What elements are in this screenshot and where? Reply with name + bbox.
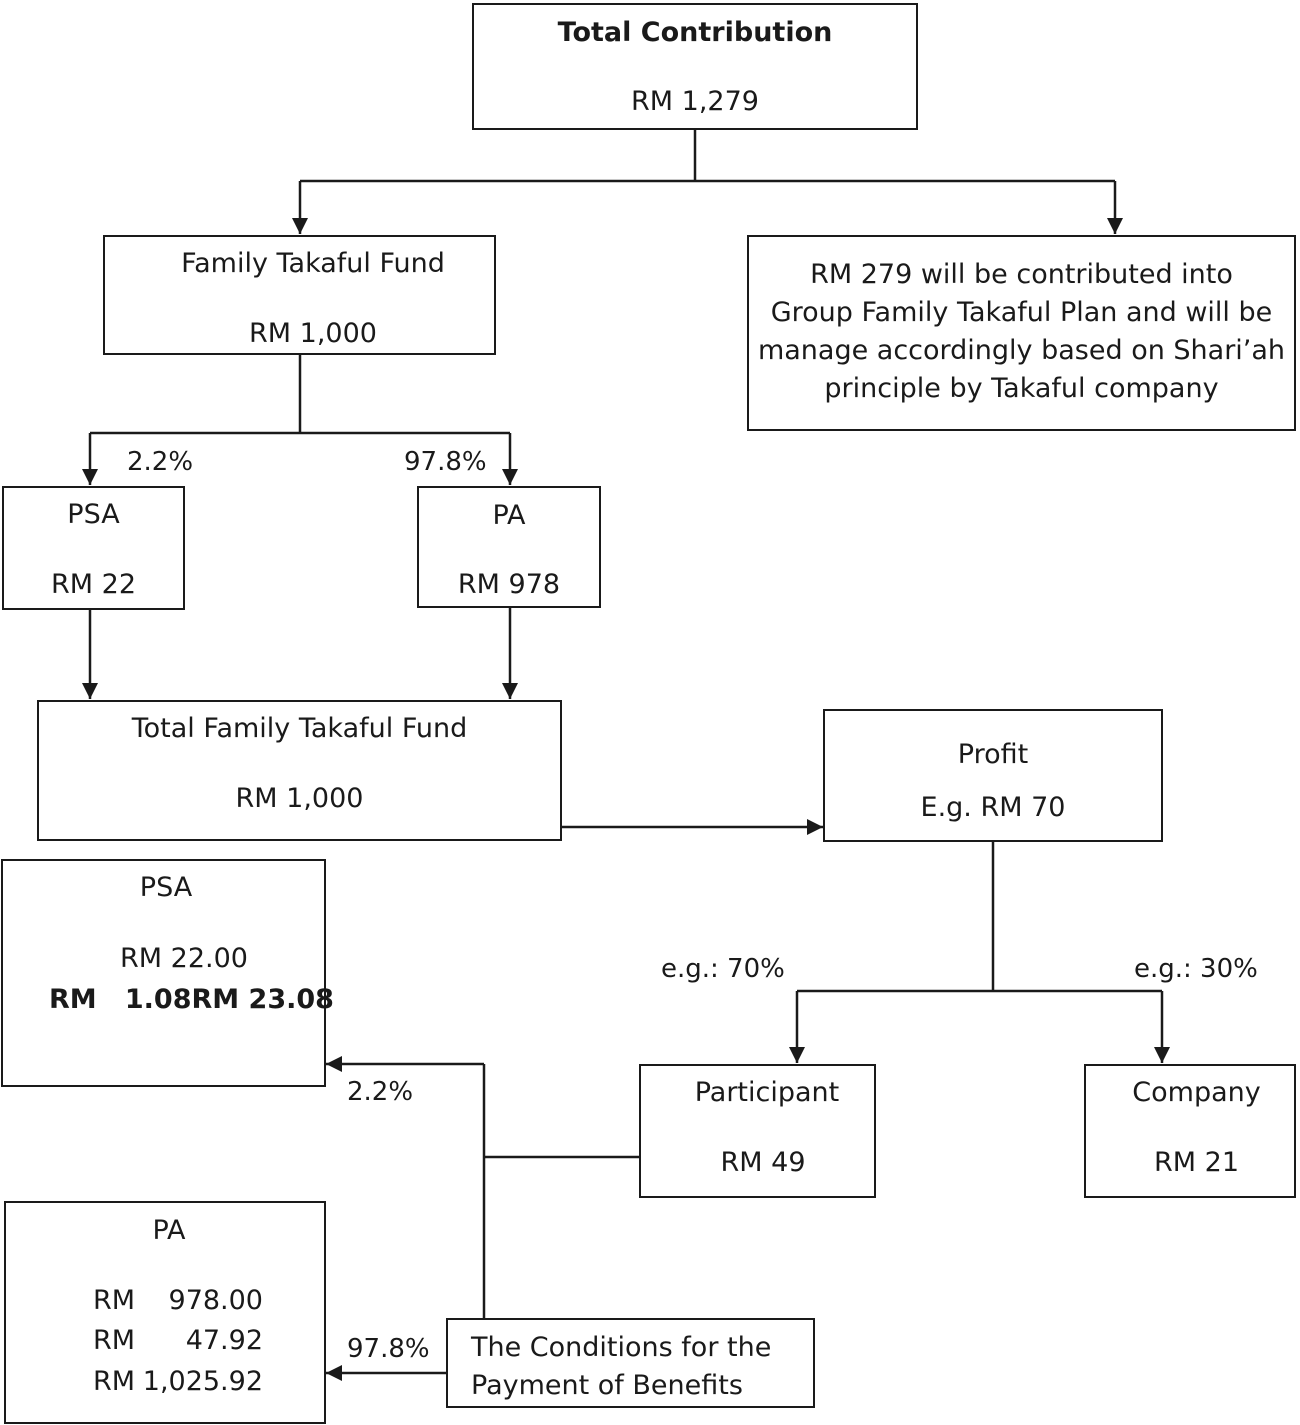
group-plan-note-line: manage accordingly based on Shari’ah: [757, 335, 1286, 366]
psa-result-total: RM 1.08RM 23.08: [49, 984, 334, 1015]
conditions-box: [446, 1318, 815, 1408]
group-plan-note-line: principle by Takaful company: [824, 373, 1219, 404]
pa-result-value: 978.00: [168, 1285, 263, 1316]
pa-result-currency: RM: [93, 1285, 136, 1316]
psa-result-percentage-label: 2.2%: [347, 1077, 414, 1107]
pa-percentage-label: 97.8%: [404, 447, 487, 477]
total-contribution-amount: RM 1,279: [631, 86, 759, 117]
pa-result-value: 1,025.92: [142, 1366, 263, 1397]
participant-amount: RM 49: [720, 1147, 806, 1178]
pa-result-title: PA: [152, 1215, 186, 1246]
psa-result-title: PSA: [139, 872, 193, 903]
total-family-takaful-fund-amount: RM 1,000: [235, 783, 364, 814]
psa-result-box: [1, 859, 326, 1087]
conditions-line: The Conditions for the: [471, 1332, 772, 1363]
total-family-takaful-fund-title: Total Family Takaful Fund: [131, 713, 468, 744]
pa-result-currency: RM: [93, 1325, 136, 1356]
psa-title: PSA: [67, 499, 120, 530]
group-plan-note-line: Group Family Takaful Plan and will be: [770, 297, 1273, 328]
pa-result-percentage-label: 97.8%: [347, 1334, 430, 1364]
psa-amount: RM 22: [51, 569, 136, 600]
family-takaful-fund-box: [103, 235, 496, 355]
pa-result-currency: RM: [93, 1366, 136, 1397]
company-title: Company: [1132, 1077, 1261, 1108]
pa-box: [417, 486, 601, 608]
company-box: [1084, 1064, 1296, 1198]
company-percentage-label: e.g.: 30%: [1134, 954, 1258, 984]
family-takaful-fund-title: Family Takaful Fund: [181, 248, 445, 279]
psa-result-line: RM 22.00: [120, 943, 248, 974]
pa-amount: RM 978: [457, 569, 561, 600]
psa-box: [2, 486, 185, 610]
group-plan-note-line: RM 279 will be contributed into: [810, 259, 1233, 290]
psa-percentage-label: 2.2%: [127, 447, 194, 477]
total-family-takaful-fund-box: [37, 700, 562, 841]
profit-amount: E.g. RM 70: [920, 792, 1066, 823]
pa-result-box: [4, 1201, 326, 1424]
pa-title: PA: [492, 500, 526, 531]
profit-title: Profit: [957, 739, 1029, 770]
participant-title: Participant: [694, 1077, 840, 1108]
group-plan-note-box: [747, 235, 1296, 431]
pa-result-value: 47.92: [185, 1325, 263, 1356]
conditions-line: Payment of Benefits: [471, 1370, 743, 1401]
profit-box: [823, 709, 1163, 842]
total-contribution-title: Total Contribution: [557, 17, 833, 48]
total-contribution-box: [472, 3, 918, 130]
participant-box: [639, 1064, 876, 1198]
company-amount: RM 21: [1154, 1147, 1239, 1178]
participant-percentage-label: e.g.: 70%: [661, 954, 785, 984]
family-takaful-fund-amount: RM 1,000: [249, 318, 377, 349]
